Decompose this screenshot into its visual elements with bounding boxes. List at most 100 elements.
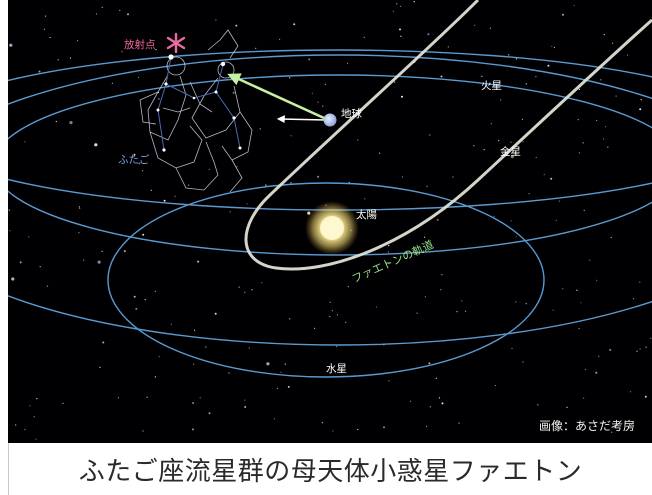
background-star [244,399,246,401]
background-star [612,42,614,44]
background-star [447,46,449,48]
gemini-stars [156,54,242,152]
earth-motion-arrow [276,115,327,124]
background-star [293,23,296,26]
background-star [636,350,638,352]
background-star [188,184,190,186]
background-star [238,286,240,288]
background-star [119,9,121,11]
background-star [348,181,350,183]
radiant-label: 放射点 [124,38,156,51]
background-star [142,233,145,236]
background-star [49,36,51,39]
background-star [150,189,152,191]
background-star [192,402,195,404]
venus-label: 金星 [500,145,521,158]
background-star [336,314,338,316]
background-star [174,195,176,197]
background-star [452,176,454,178]
background-star [76,40,79,42]
background-star [341,365,343,367]
background-star [317,101,319,103]
earth-icon [323,113,337,127]
background-star [44,15,47,17]
background-star [645,346,647,348]
background-star [580,302,582,304]
background-star [244,406,247,408]
radiant-direction-arrow [227,73,325,120]
background-star [552,309,554,311]
background-star [259,128,261,130]
background-star [474,24,476,26]
sun-label: 太陽 [356,208,377,221]
background-star [279,38,281,40]
background-star [248,347,250,349]
earth-label: 地球 [341,107,362,120]
background-star [428,362,431,365]
background-star [228,372,230,374]
radiant-asterisk-icon [166,32,186,54]
background-star [38,70,41,73]
background-star [255,47,257,49]
background-star [375,306,378,308]
background-star [117,397,120,399]
background-star [603,138,605,140]
background-star [236,166,238,168]
background-star [525,303,527,305]
background-star [33,416,35,418]
background-star [438,397,441,399]
background-star [399,28,401,31]
background-star [9,230,11,232]
background-star [553,46,556,49]
background-star [640,99,642,101]
mercury-orbit [107,182,545,378]
background-star [193,363,195,365]
background-star [440,289,442,291]
background-star [158,355,160,358]
background-star [489,27,491,29]
background-star [345,321,347,323]
background-star [578,327,580,330]
background-star [55,120,57,123]
background-star [490,123,492,125]
background-star [522,361,524,363]
background-star [101,6,103,8]
background-star [284,363,286,365]
background-star [625,420,627,422]
background-star [158,98,160,100]
background-star [289,77,291,79]
background-star [321,422,323,424]
background-star [631,423,633,425]
background-star [644,395,647,398]
background-star [28,236,30,238]
background-star [94,143,98,147]
background-star [163,199,166,202]
background-star [584,368,587,371]
background-star [261,282,263,284]
background-star [290,182,292,184]
background-star [429,406,431,408]
background-star [57,59,59,61]
background-star [598,355,600,357]
background-star [334,372,336,374]
background-star [155,49,157,51]
background-star [410,400,412,402]
background-star [562,288,564,290]
background-star [229,211,231,213]
mars-label: 火星 [481,80,502,92]
background-star [508,54,510,56]
background-star [650,337,652,339]
background-star [192,428,194,431]
background-star [440,75,443,78]
background-star [246,203,248,205]
background-star [573,4,575,6]
background-star [461,300,463,302]
background-star [215,19,217,21]
background-star [388,263,390,265]
background-star [522,141,524,143]
background-star [232,91,235,94]
background-star [290,135,292,137]
background-star [199,397,201,399]
background-star [609,348,612,351]
background-star [331,310,333,312]
